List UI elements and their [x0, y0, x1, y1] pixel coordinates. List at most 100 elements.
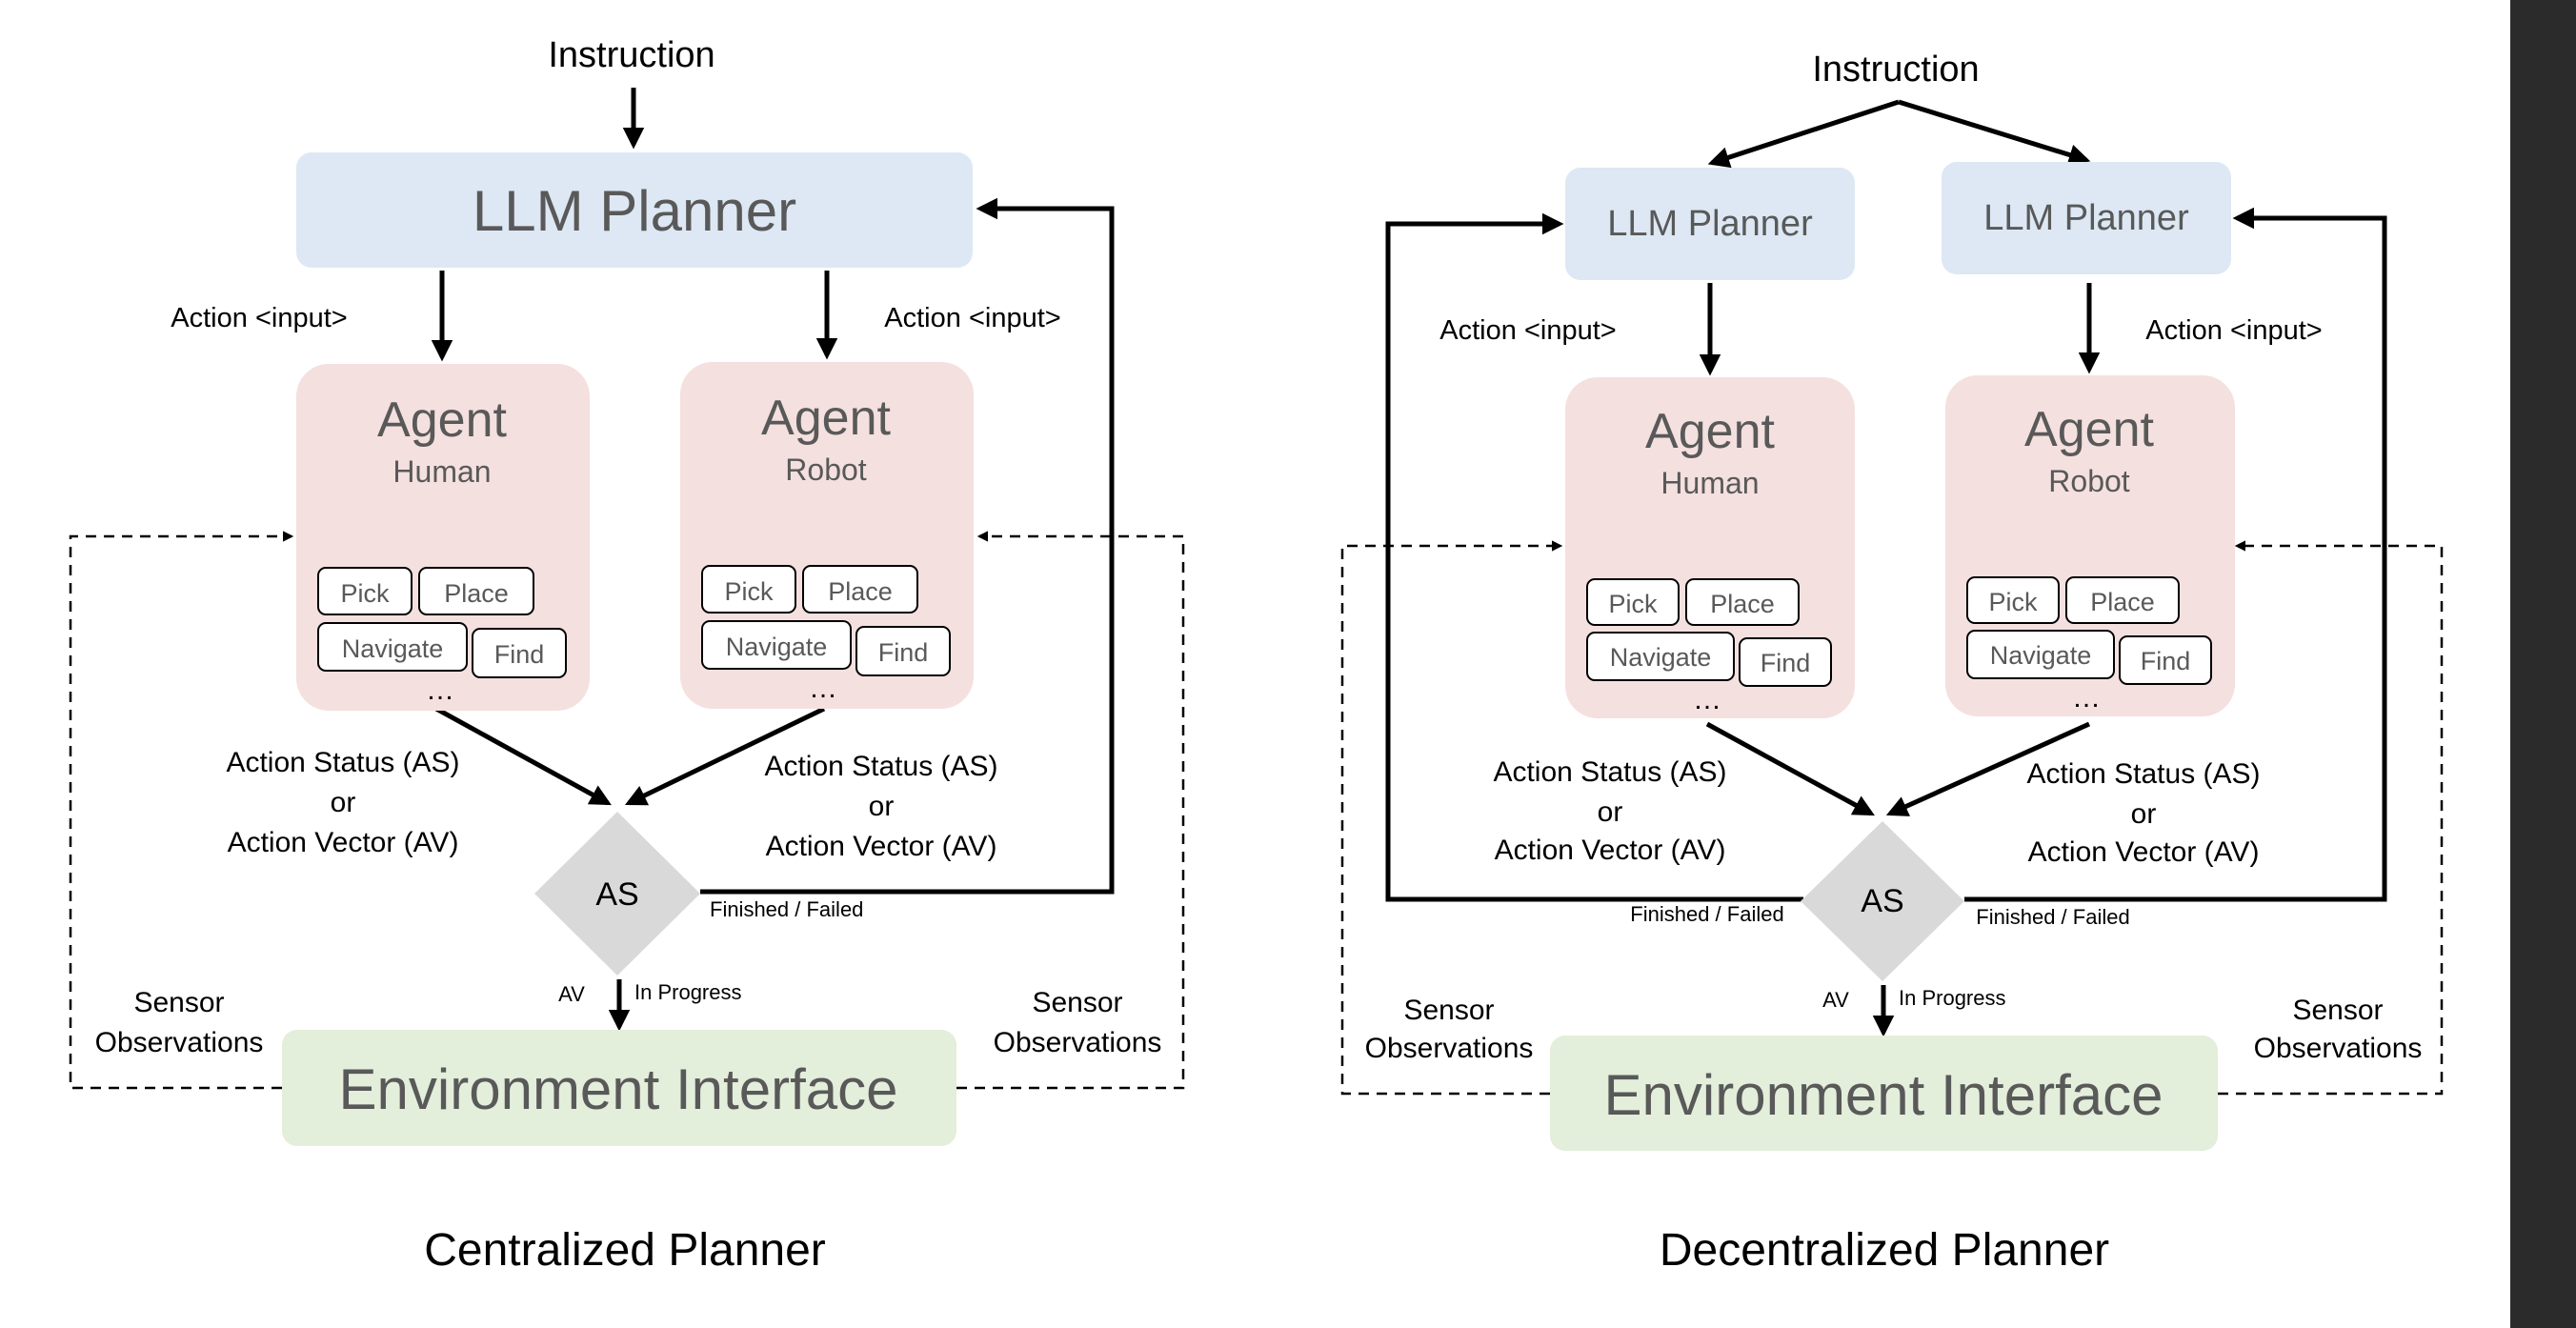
- robot-to-decision-arrow: [1885, 721, 2091, 816]
- environment-interface-box: [282, 1030, 956, 1146]
- action-status-right-line3: Action Vector (AV): [2028, 836, 2260, 868]
- finished-failed-left-label: Finished / Failed: [1630, 902, 1783, 926]
- decentralized-connectors: [1385, 99, 2387, 1037]
- action-status-left-line2: or: [1598, 796, 1623, 828]
- skill-find-chip: [855, 626, 951, 676]
- sensor-right-line2: Observations: [2254, 1033, 2423, 1064]
- sensor-right-line: [2218, 540, 2444, 1096]
- centralized-connectors: [431, 88, 1115, 1032]
- environment-interface-box: [1550, 1036, 2218, 1151]
- action-status-right-line1: Action Status (AS): [764, 751, 997, 782]
- human-to-decision-arrow: [434, 706, 612, 806]
- instruction-label: Instruction: [1812, 50, 1979, 90]
- agent-human-subtitle: Human: [1660, 466, 1759, 500]
- centralized-diagram: Instruction LLM Planner Action <input> A…: [69, 35, 1185, 1276]
- in-progress-label: In Progress: [1899, 986, 2006, 1010]
- agent-human-title: Agent: [1645, 404, 1775, 459]
- sensor-left-line1: Sensor: [1403, 995, 1494, 1026]
- skill-place-label: Place: [1710, 590, 1775, 618]
- centralized-sensor-lines: [69, 531, 1185, 1090]
- finished-failed-right-label: Finished / Failed: [1976, 905, 2129, 929]
- agent-robot-title: Agent: [761, 391, 891, 446]
- action-status-left-line1: Action Status (AS): [1493, 756, 1726, 788]
- agent-robot-subtitle: Robot: [2048, 464, 2130, 498]
- action-status-right-line1: Action Status (AS): [2026, 758, 2260, 790]
- skill-pick-chip: [1586, 578, 1680, 626]
- skill-pick-label: Pick: [724, 577, 774, 606]
- skill-navigate-chip: [701, 620, 852, 670]
- human-skill-chips: [1586, 578, 1832, 687]
- environment-interface-label: Environment Interface: [339, 1057, 898, 1121]
- skill-pick-chip: [1966, 576, 2060, 624]
- sensor-left-line2: Observations: [1365, 1033, 1534, 1064]
- llm-planner-right-label: LLM Planner: [1983, 198, 2189, 238]
- human-skill-chips: [317, 567, 567, 678]
- sensor-left-line: [69, 531, 294, 1090]
- llm-planner-label: LLM Planner: [473, 179, 796, 243]
- decentralized-sensor-lines: [1340, 540, 2444, 1096]
- skill-find-label: Find: [494, 640, 545, 669]
- skill-find-chip: [472, 628, 567, 678]
- llm-planner-right-box: [1942, 162, 2231, 274]
- llm-planner-left-label: LLM Planner: [1607, 204, 1813, 244]
- centralized-caption: Centralized Planner: [424, 1225, 826, 1276]
- action-input-right-label: Action <input>: [884, 303, 1060, 333]
- llm-planner-box: [296, 152, 973, 268]
- more-skills-ellipsis: …: [1693, 684, 1721, 715]
- skill-place-chip: [418, 567, 534, 615]
- skill-place-label: Place: [828, 577, 893, 606]
- action-status-left-line2: or: [331, 787, 356, 818]
- skill-navigate-label: Navigate: [726, 633, 828, 661]
- skill-navigate-label: Navigate: [1610, 643, 1712, 672]
- decision-label: AS: [1861, 883, 1903, 919]
- skill-find-label: Find: [2141, 647, 2191, 675]
- more-skills-ellipsis: …: [426, 674, 454, 706]
- skill-navigate-chip: [1586, 632, 1735, 681]
- human-to-decision-arrow: [1705, 721, 1875, 816]
- action-status-left-line3: Action Vector (AV): [228, 827, 459, 858]
- skill-pick-label: Pick: [340, 579, 390, 608]
- agent-human-subtitle: Human: [392, 454, 491, 489]
- action-status-right-line2: or: [869, 791, 895, 822]
- skill-navigate-chip: [317, 622, 468, 672]
- environment-interface-label: Environment Interface: [1604, 1063, 2163, 1127]
- skill-pick-label: Pick: [1608, 590, 1658, 618]
- decision-diamond: [1801, 821, 1964, 981]
- skill-find-chip: [1739, 637, 1832, 687]
- finished-left-feedback-line: [1385, 212, 1803, 902]
- skill-pick-label: Pick: [1988, 588, 2038, 616]
- agent-robot-title: Agent: [2024, 402, 2154, 457]
- action-status-left-line1: Action Status (AS): [226, 747, 459, 778]
- skill-navigate-label: Navigate: [342, 634, 444, 663]
- window-edge-bar: [2510, 0, 2576, 1328]
- more-skills-ellipsis: …: [2072, 682, 2101, 714]
- sensor-right-line: [956, 531, 1185, 1090]
- sensor-left-line1: Sensor: [133, 987, 224, 1018]
- more-skills-ellipsis: …: [809, 673, 837, 704]
- llm-planner-left-box: [1565, 168, 1855, 280]
- finished-right-feedback-line: [1964, 207, 2387, 902]
- skill-place-chip: [2065, 576, 2180, 624]
- action-input-right-label: Action <input>: [2145, 315, 2322, 346]
- in-progress-label: In Progress: [634, 980, 742, 1004]
- action-status-right-line3: Action Vector (AV): [766, 831, 997, 862]
- skill-place-label: Place: [2090, 588, 2155, 616]
- robot-skill-chips: [701, 565, 951, 676]
- skill-place-chip: [1685, 578, 1800, 626]
- decentralized-caption: Decentralized Planner: [1660, 1225, 2109, 1276]
- skill-place-label: Place: [444, 579, 509, 608]
- agent-human-title: Agent: [377, 392, 507, 448]
- skill-find-chip: [2119, 635, 2212, 685]
- skill-find-label: Find: [1761, 649, 1811, 677]
- decision-diamond: [534, 812, 700, 976]
- skill-pick-chip: [317, 567, 413, 615]
- instruction-to-right-planner-arrow: [1898, 99, 2091, 166]
- finished-failed-label: Finished / Failed: [710, 897, 863, 921]
- robot-to-decision-arrow: [624, 706, 826, 806]
- action-status-left-line3: Action Vector (AV): [1495, 835, 1726, 866]
- decision-label: AS: [595, 876, 638, 913]
- skill-navigate-label: Navigate: [1990, 641, 2092, 670]
- sensor-right-line1: Sensor: [1032, 987, 1122, 1018]
- sensor-right-line1: Sensor: [2292, 995, 2383, 1026]
